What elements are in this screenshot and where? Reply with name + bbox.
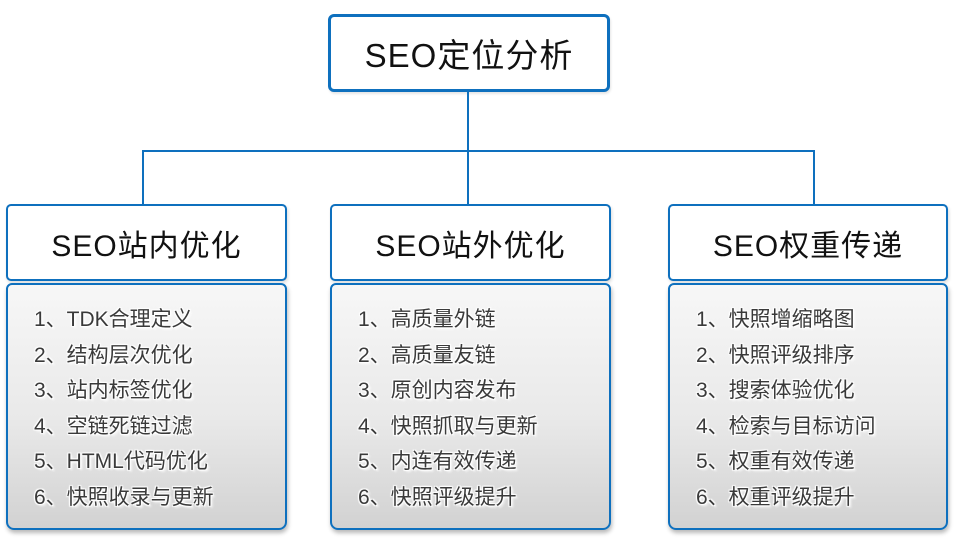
list-item: 3、搜索体验优化 xyxy=(696,379,855,402)
branch-title-offsite: SEO站外优化 xyxy=(330,204,611,281)
list-item: 3、原创内容发布 xyxy=(358,379,517,402)
list-item: 4、快照抓取与更新 xyxy=(358,414,538,438)
list-item: 6、快照评级提升 xyxy=(358,485,517,509)
list-item: 5、权重有效传递 xyxy=(696,450,855,473)
list-item: 2、结构层次优化 xyxy=(34,343,193,367)
connector-horizontal xyxy=(142,150,815,152)
list-item: 4、空链死链过滤 xyxy=(34,414,193,438)
branch-title-label: SEO站外优化 xyxy=(375,229,566,263)
branch-title-label: SEO站内优化 xyxy=(51,229,242,263)
list-item: 6、权重评级提升 xyxy=(696,485,855,509)
branch-title-onsite: SEO站内优化 xyxy=(6,204,287,281)
branch-list-onsite: 1、TDK合理定义 2、结构层次优化 3、站内标签优化 4、空链死链过滤 5、H… xyxy=(6,283,287,530)
branch-title-weight: SEO权重传递 xyxy=(668,204,948,281)
connector-middle-vertical xyxy=(467,151,469,205)
branch-list-offsite: 1、高质量外链 2、高质量友链 3、原创内容发布 4、快照抓取与更新 5、内连有… xyxy=(330,283,611,530)
branch-list-weight: 1、快照增缩略图 2、快照评级排序 3、搜索体验优化 4、检索与目标访问 5、权… xyxy=(668,283,948,530)
list-item: 1、TDK合理定义 xyxy=(34,308,193,331)
list-item: 5、HTML代码优化 xyxy=(34,450,208,473)
connector-left-vertical xyxy=(142,151,144,205)
connector-root-vertical xyxy=(467,92,469,151)
root-node: SEO定位分析 xyxy=(328,14,610,92)
list-item: 1、快照增缩略图 xyxy=(696,308,855,331)
branch-title-label: SEO权重传递 xyxy=(712,229,904,263)
list-item: 2、高质量友链 xyxy=(358,343,496,367)
list-item: 3、站内标签优化 xyxy=(34,379,193,402)
list-item: 5、内连有效传递 xyxy=(358,450,517,473)
list-item: 4、检索与目标访问 xyxy=(696,414,876,438)
root-title: SEO定位分析 xyxy=(364,37,574,74)
list-item: 6、快照收录与更新 xyxy=(34,485,214,509)
list-item: 1、高质量外链 xyxy=(358,308,496,331)
connector-right-vertical xyxy=(813,151,815,205)
list-item: 2、快照评级排序 xyxy=(696,343,855,367)
